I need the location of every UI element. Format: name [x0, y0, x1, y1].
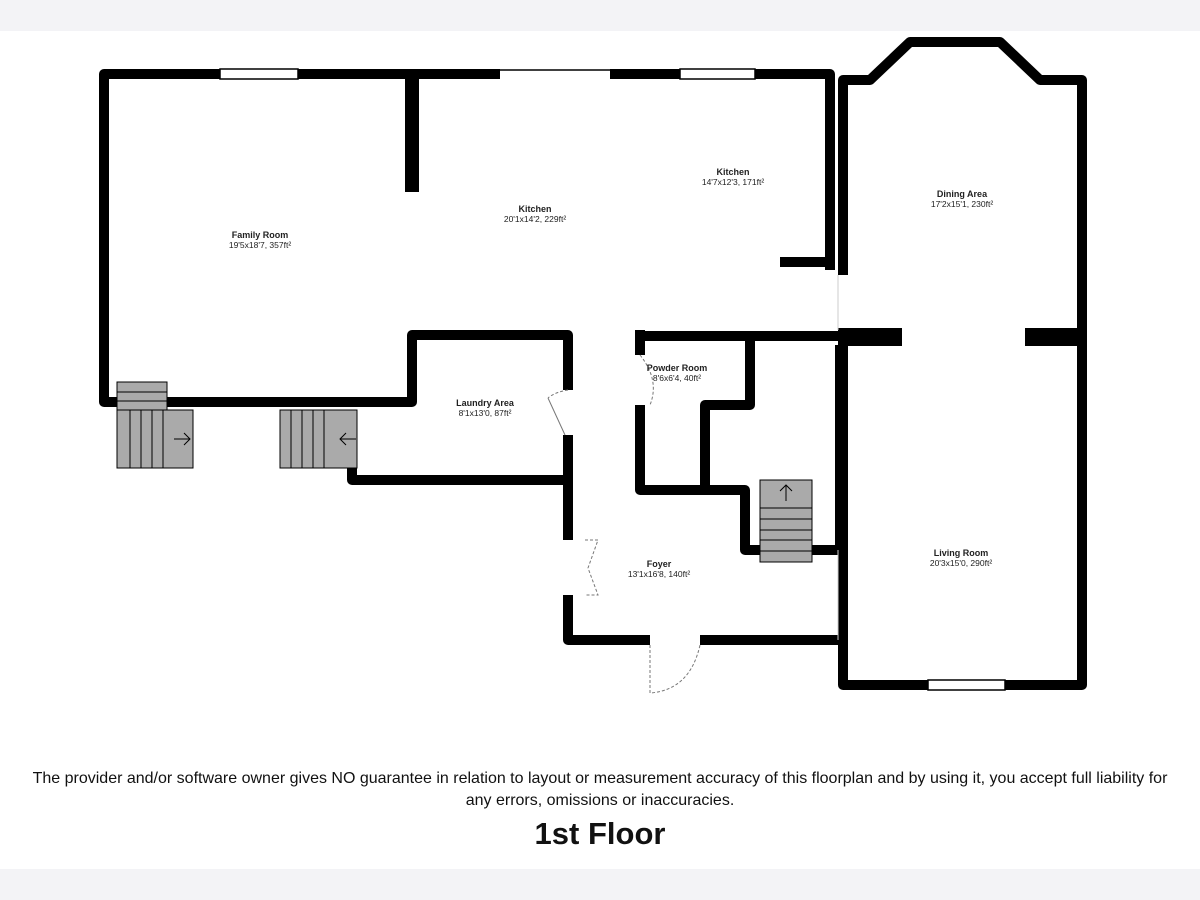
room-name: Family Room — [231, 230, 289, 240]
top-band — [0, 0, 1200, 31]
doors — [547, 275, 839, 694]
room-dims: 8'1x13'0, 87ft² — [458, 408, 512, 418]
room-name: Foyer — [646, 559, 672, 569]
stairs-right — [759, 479, 813, 563]
stairs-left — [116, 381, 194, 469]
windows — [219, 68, 1006, 691]
room-name: Kitchen — [518, 204, 552, 214]
room-name: Living Room — [933, 548, 989, 558]
room-name: Laundry Area — [456, 398, 514, 408]
walls — [99, 37, 1087, 690]
wall-stub — [838, 328, 902, 346]
disclaimer: The provider and/or software owner gives… — [32, 770, 1168, 809]
bottom-band — [0, 869, 1200, 900]
wall-stub — [405, 74, 419, 192]
room-dims: 20'3x15'0, 290ft² — [929, 558, 993, 568]
room-dims: 13'1x16'8, 140ft² — [627, 569, 691, 579]
room-name: Kitchen — [716, 167, 750, 177]
room-dims: 14'7x12'3, 171ft² — [701, 177, 765, 187]
room-dims: 20'1x14'2, 229ft² — [503, 214, 567, 224]
floor-title: 1st Floor — [534, 816, 666, 851]
room-dims: 8'6x6'4, 40ft² — [652, 373, 702, 383]
room-name: Dining Area — [936, 189, 988, 199]
stairs-middle — [279, 409, 358, 469]
wall-stub — [1025, 328, 1087, 346]
room-dims: 19'5x18'7, 357ft² — [228, 240, 292, 250]
room-name: Powder Room — [646, 363, 708, 373]
room-dims: 17'2x15'1, 230ft² — [930, 199, 994, 209]
